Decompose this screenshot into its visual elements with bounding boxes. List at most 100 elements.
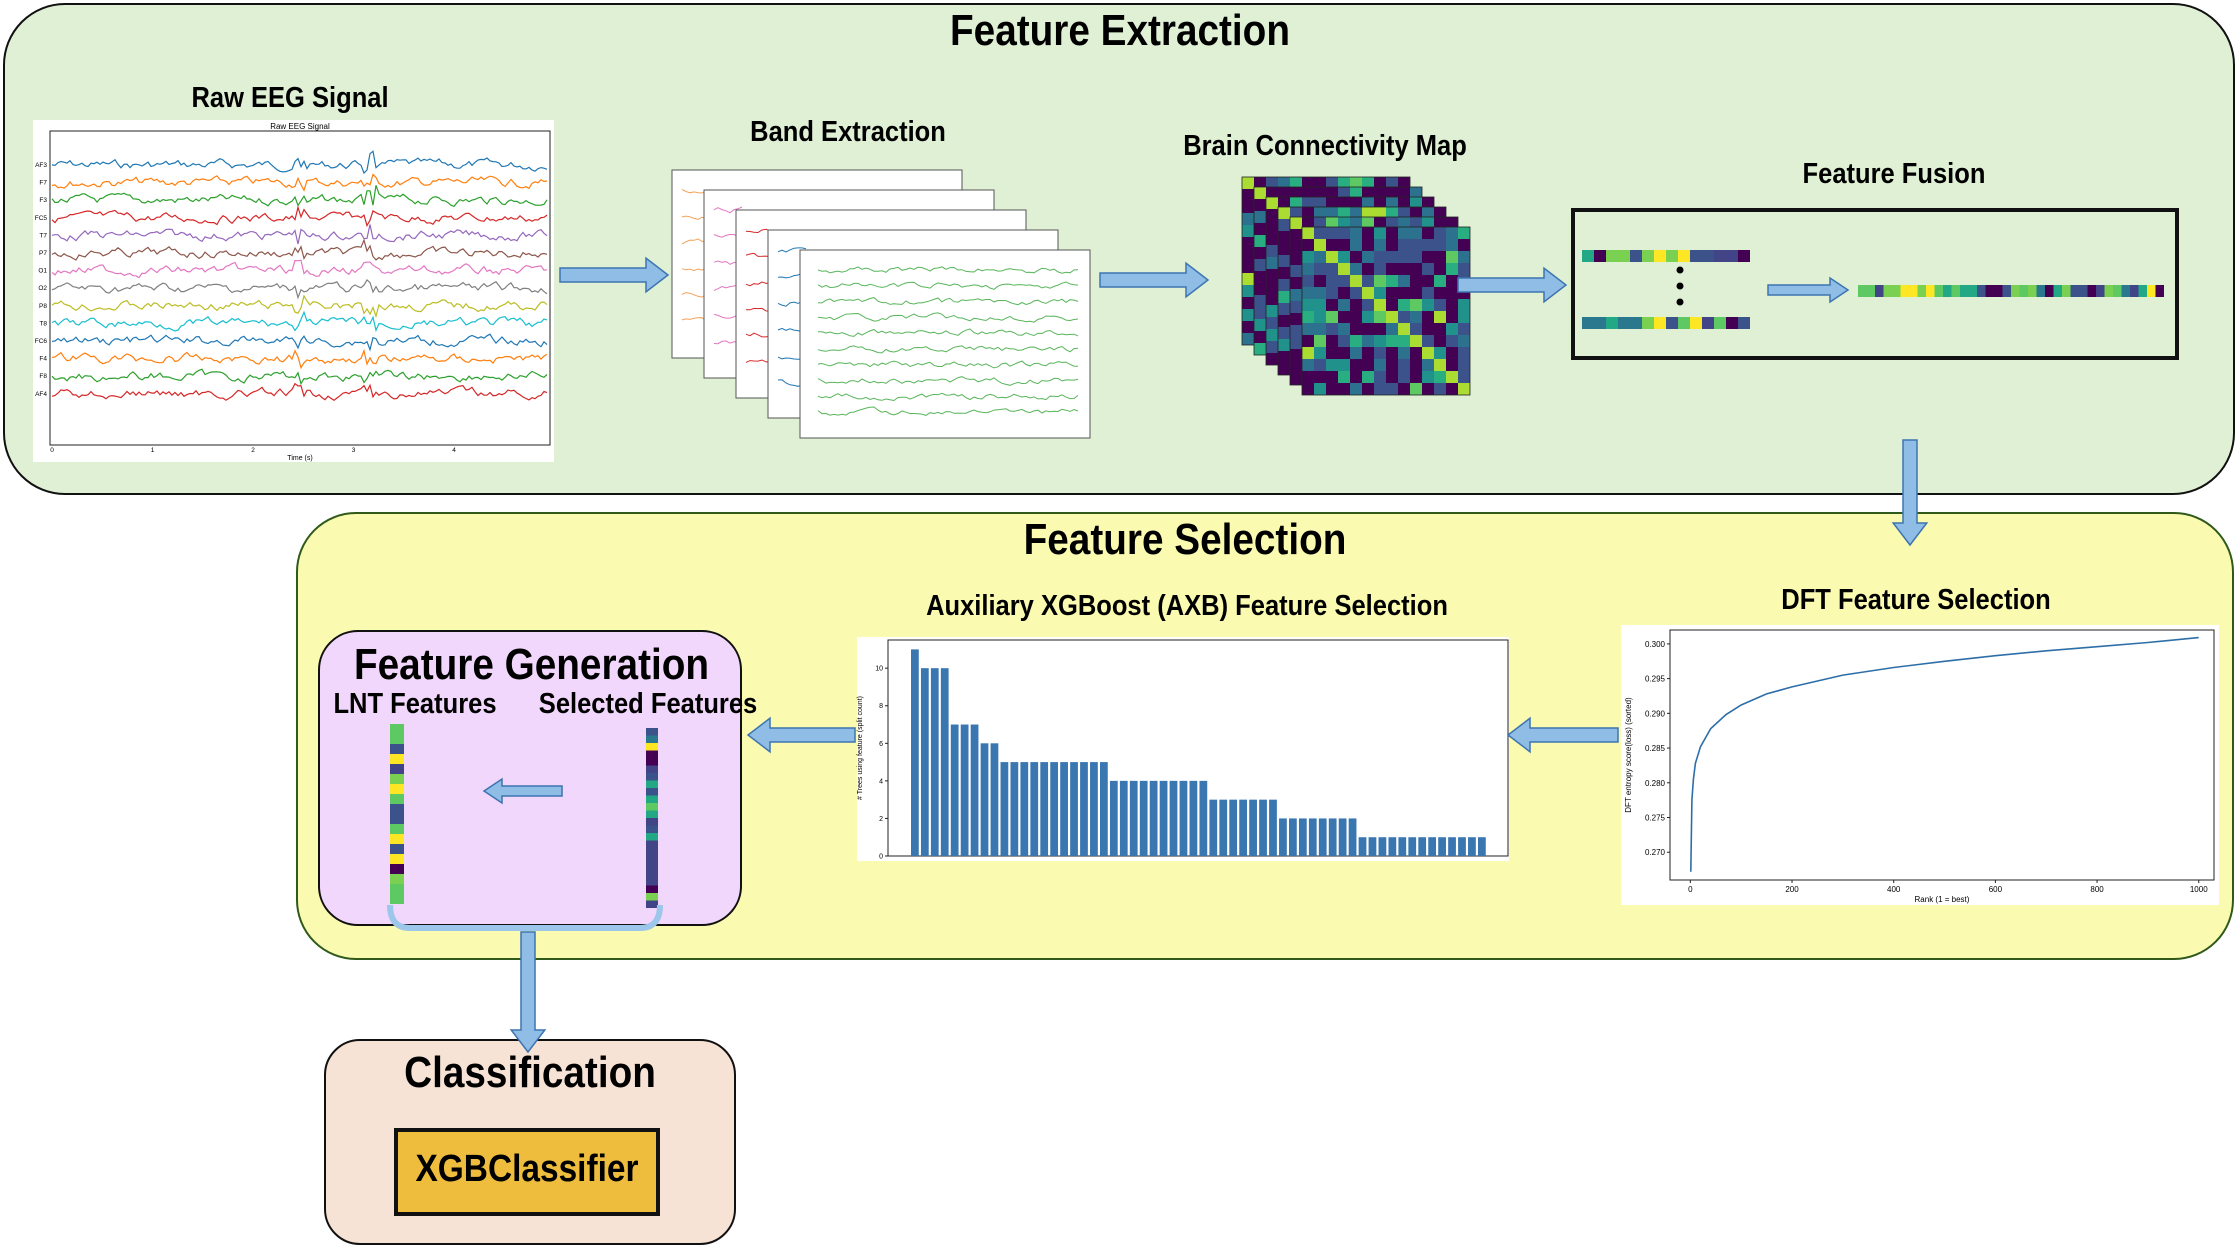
connectivity-cell (1290, 289, 1302, 301)
connectivity-cell (1290, 253, 1302, 265)
fusion-output-cell (2062, 285, 2071, 297)
y-tick-label: 0.280 (1645, 779, 1666, 788)
selected-features-label: Selected Features (538, 688, 758, 720)
axb-bar (970, 724, 979, 856)
connectivity-cell (1422, 287, 1434, 299)
fusion-input-cell (1678, 317, 1690, 329)
connectivity-cell (1434, 335, 1446, 347)
connectivity-cell (1374, 311, 1386, 323)
ellipsis-dot (1676, 266, 1684, 274)
connectivity-cell (1278, 219, 1290, 231)
connectivity-cell (1434, 207, 1446, 219)
connectivity-cell (1446, 383, 1458, 395)
connectivity-cell (1422, 239, 1434, 251)
connectivity-cell (1350, 251, 1362, 263)
connectivity-cell (1434, 323, 1446, 335)
connectivity-cell (1350, 311, 1362, 323)
fusion-output-cell (1917, 285, 1926, 297)
x-tick-label: 4 (452, 447, 456, 454)
fusion-output-cell (2045, 285, 2054, 297)
connectivity-cell (1242, 309, 1254, 321)
connectivity-cell (1362, 287, 1374, 299)
lnt-feature-cell (390, 894, 404, 904)
selected-feature-cell (646, 848, 658, 856)
axb-y-label: # Trees using feature (split count) (857, 696, 864, 800)
lnt-feature-cell (390, 814, 404, 824)
connectivity-cell (1338, 347, 1350, 359)
connectivity-cell (1374, 207, 1386, 219)
connectivity-cell (1446, 287, 1458, 299)
axb-bar (1189, 780, 1198, 856)
band-trace (817, 297, 1079, 306)
connectivity-cell (1326, 207, 1338, 219)
connectivity-cell (1386, 263, 1398, 275)
connectivity-cell (1314, 187, 1326, 199)
axb-bar (950, 724, 959, 856)
connectivity-cell (1434, 287, 1446, 299)
connectivity-cell (1302, 239, 1314, 251)
connectivity-cell (1362, 227, 1374, 239)
connectivity-cell (1422, 197, 1434, 209)
fusion-output-cell (1985, 285, 1994, 297)
lnt-feature-cell (390, 724, 404, 734)
lnt-feature-cell (390, 874, 404, 884)
raw-eeg-x-label: Time (s) (287, 455, 312, 462)
connectivity-cell (1266, 341, 1278, 353)
fusion-output-cell (2138, 285, 2147, 297)
connectivity-cell (1266, 257, 1278, 269)
connectivity-cell (1326, 197, 1338, 209)
axb-bar (1318, 818, 1327, 856)
connectivity-cell (1446, 311, 1458, 323)
lnt-feature-cell (390, 864, 404, 874)
connectivity-cell (1338, 359, 1350, 371)
connectivity-cell (1278, 315, 1290, 327)
connectivity-cell (1410, 239, 1422, 251)
axb-bar (1229, 799, 1238, 856)
connectivity-cell (1446, 263, 1458, 275)
axb-bar (911, 649, 919, 856)
connectivity-cell (1458, 263, 1470, 275)
feature-extraction-title: Feature Extraction (950, 6, 1290, 55)
fusion-output-cell (1960, 285, 1969, 297)
connectivity-cell (1278, 279, 1290, 291)
connectivity-cell (1338, 251, 1350, 263)
selected-feature-cell (646, 900, 658, 908)
connectivity-cell (1386, 187, 1398, 199)
connectivity-cell (1242, 213, 1254, 225)
connectivity-cell (1422, 371, 1434, 383)
connectivity-cell (1398, 197, 1410, 209)
connectivity-cell (1314, 299, 1326, 311)
fusion-input-cell (1642, 250, 1654, 262)
selected-feature-cell (646, 870, 658, 878)
connectivity-cell (1458, 347, 1470, 359)
connectivity-cell (1302, 197, 1314, 209)
connectivity-cell (1446, 335, 1458, 347)
axb-bar (1298, 818, 1307, 856)
axb-bar (990, 743, 999, 856)
connectivity-cell (1398, 323, 1410, 335)
dft-y-label: DFT entropy score(loss) (sorted) (1624, 697, 1633, 813)
connectivity-cell (1254, 259, 1266, 271)
connectivity-cell (1314, 383, 1326, 395)
connectivity-cell (1254, 211, 1266, 223)
fusion-input-cell (1618, 317, 1630, 329)
selected-feature-cell (646, 765, 658, 773)
lnt-feature-cell (390, 744, 404, 754)
connectivity-cell (1374, 239, 1386, 251)
arrow-generation-to-classification (509, 931, 547, 1054)
fusion-output-cell (2155, 285, 2164, 297)
fusion-input-cell (1654, 250, 1666, 262)
connectivity-cell (1326, 311, 1338, 323)
connectivity-cell (1362, 207, 1374, 219)
connectivity-cell (1278, 197, 1290, 209)
selected-feature-cell (646, 750, 658, 758)
axb-bar (1070, 762, 1078, 856)
fusion-input-cell (1618, 250, 1630, 262)
connectivity-cell (1326, 335, 1338, 347)
x-tick-label: 200 (1785, 885, 1799, 894)
connectivity-cell (1410, 383, 1422, 395)
fusion-input-cell (1606, 250, 1618, 262)
channel-label: F4 (39, 356, 47, 363)
dft-frame (1669, 629, 2215, 881)
